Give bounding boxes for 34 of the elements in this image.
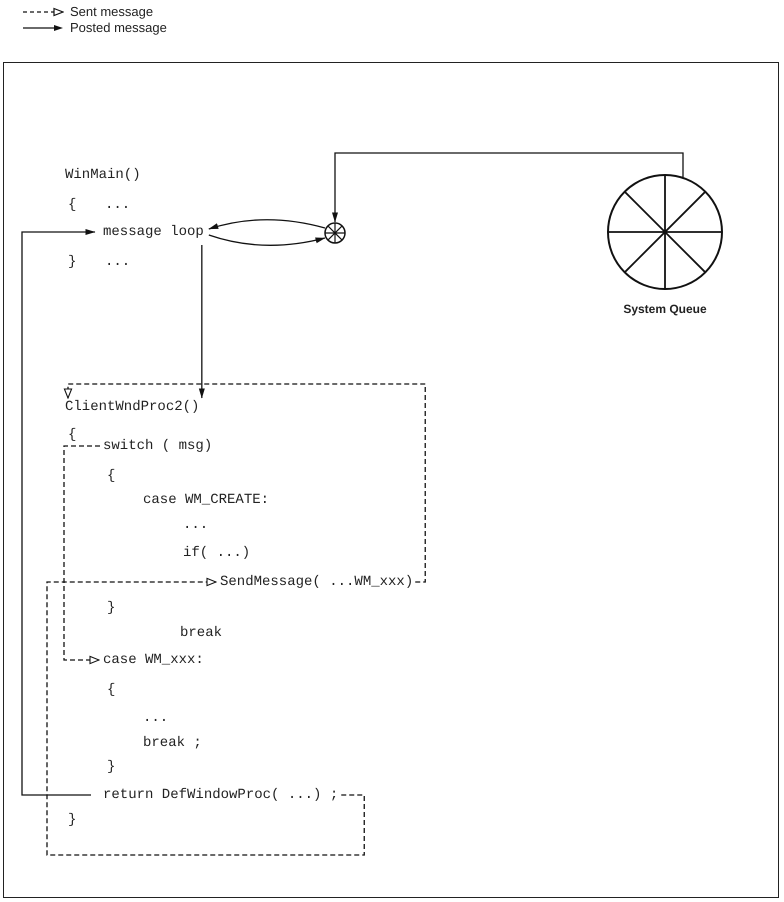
arrow xyxy=(208,234,326,246)
arrow xyxy=(198,245,205,398)
legend-text: Posted message xyxy=(70,20,167,35)
code-line: case WM_CREATE: xyxy=(143,491,270,509)
code-line: } xyxy=(107,758,116,776)
legend-text: Sent message xyxy=(70,4,154,19)
dashed-arrow xyxy=(46,578,365,856)
code-line: ... xyxy=(183,516,208,534)
code-line: } xyxy=(107,599,116,617)
code-line: return DefWindowProc( ...) ; xyxy=(103,786,338,804)
code-line: switch ( msg) xyxy=(103,437,212,455)
code-line: { xyxy=(68,196,76,214)
code-line: } xyxy=(68,811,76,829)
dashed-arrow xyxy=(63,445,100,664)
code-line: SendMessage( ...WM_xxx) xyxy=(220,573,414,591)
code-line: ClientWndProc2() xyxy=(65,398,200,416)
code-line: WinMain() xyxy=(65,166,141,184)
code-line: ... xyxy=(105,253,130,271)
arrow xyxy=(21,229,96,796)
code-line: ... xyxy=(105,196,130,214)
code-line: if( ...) xyxy=(183,544,250,562)
code-line: break ; xyxy=(143,734,202,752)
arrow xyxy=(332,152,684,222)
code-line: { xyxy=(68,426,76,444)
code-line: } xyxy=(68,253,76,271)
dashed-arrow xyxy=(64,383,426,583)
code-line: break xyxy=(180,624,222,642)
code-line: case WM_xxx: xyxy=(103,651,204,669)
arrow xyxy=(208,219,326,230)
code-line: { xyxy=(107,681,116,699)
code-line: message loop xyxy=(103,223,204,241)
code-line: { xyxy=(107,467,116,485)
code-line: ... xyxy=(143,709,168,727)
queue-caption: System Queue xyxy=(623,302,707,316)
